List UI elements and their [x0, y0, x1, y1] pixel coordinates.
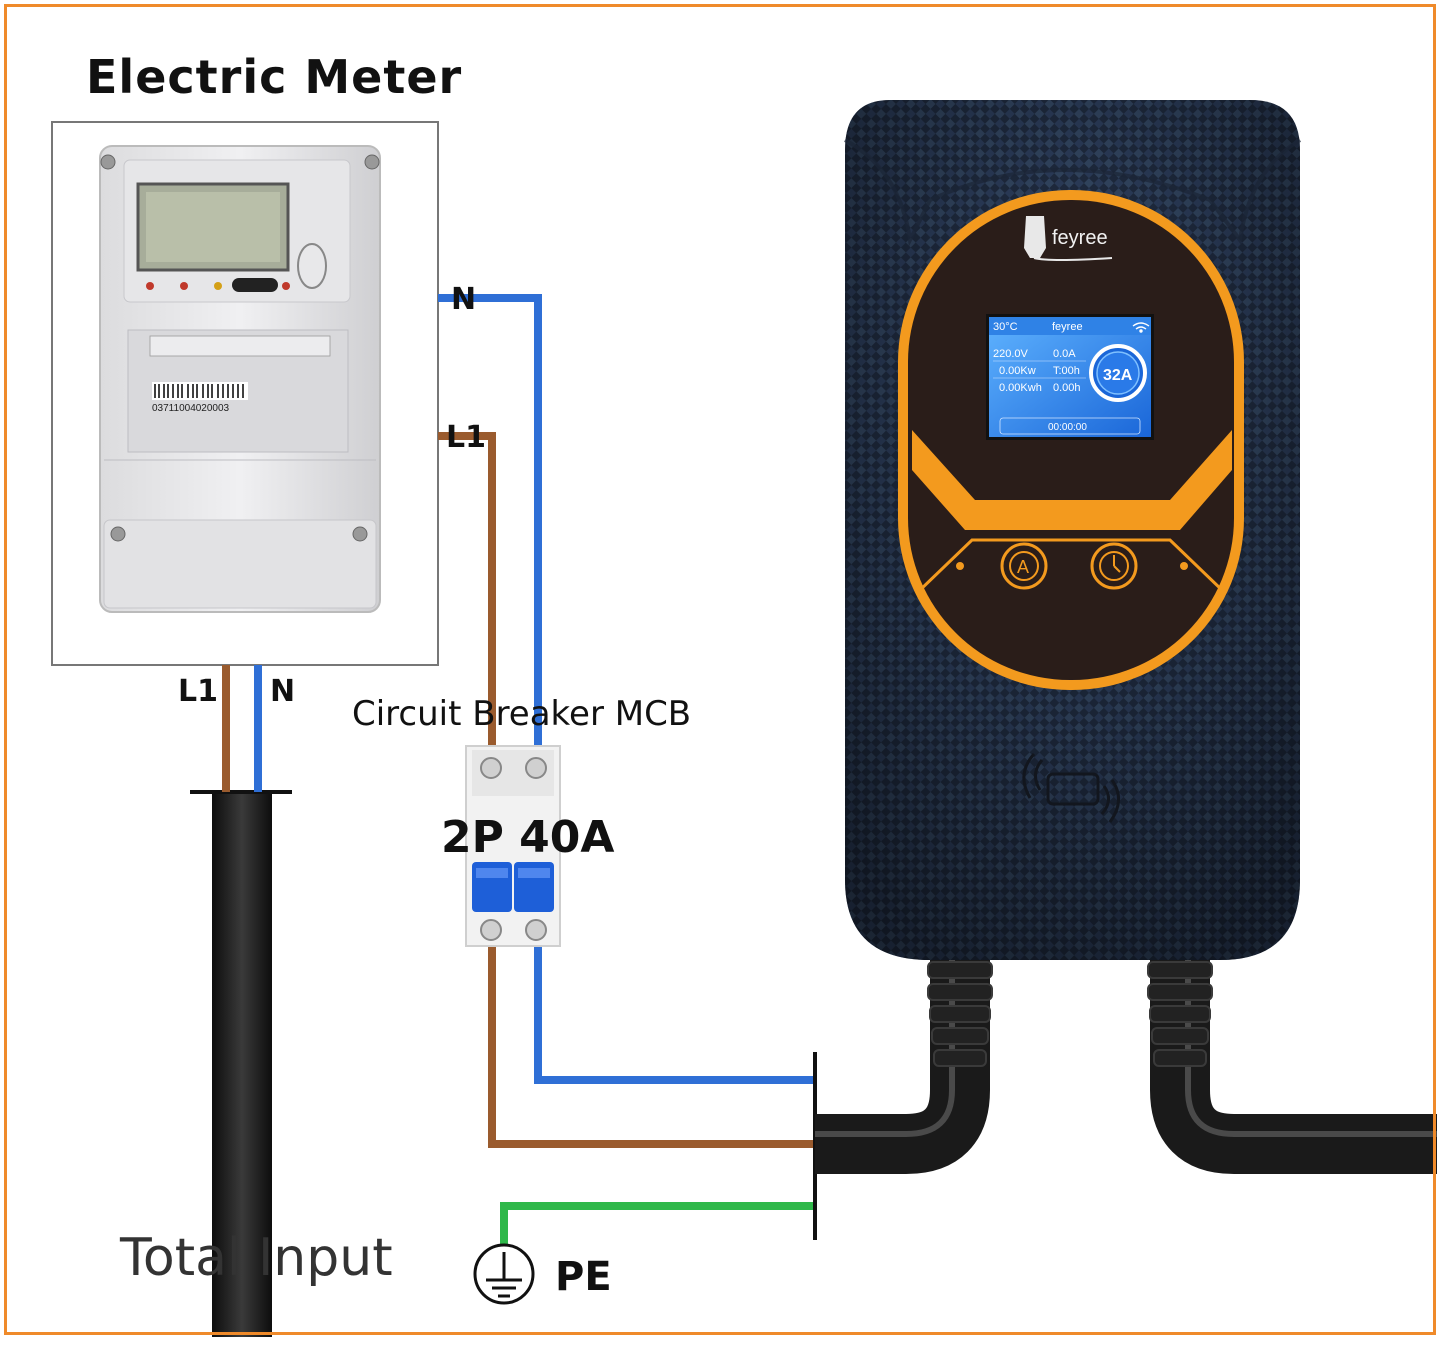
meter-terminal-cover	[103, 519, 377, 609]
screen-time-t: T:00h	[1053, 365, 1080, 377]
meter-indicator-led	[180, 282, 188, 290]
mcb-toggle-highlight	[476, 868, 508, 878]
mcb-screw-icon	[525, 919, 547, 941]
screen-current: 0.0A	[1053, 348, 1076, 360]
electric-meter: 03711004020003	[51, 121, 439, 666]
total-input-cable	[190, 665, 292, 1337]
logo-swoosh	[1033, 257, 1113, 261]
meter-indicator-led	[282, 282, 290, 290]
wifi-icon	[1132, 322, 1150, 333]
wire-neutral-out	[438, 294, 542, 760]
screen-duration: 0.00h	[1053, 382, 1081, 394]
output-cable-bend	[1150, 960, 1437, 1174]
screen-clock-bar	[999, 417, 1141, 435]
meter-ir-port	[232, 278, 278, 292]
input-cable-shine	[815, 960, 955, 1137]
screen-header-bar	[989, 317, 1151, 335]
label-neutral-out: N	[451, 282, 477, 317]
meter-indicator-led	[214, 282, 222, 290]
charger-screen: 30°C feyree 220.0V 0.0A 0.00Kw T:00h 0.0…	[986, 314, 1154, 440]
ev-charger: feyree 30°C feyree 220.0V 0.0A 0.00Kw T:…	[844, 100, 1302, 960]
mcb-screw-icon	[480, 757, 502, 779]
screen-energy: 0.00Kwh	[999, 382, 1042, 394]
meter-indicator-led	[146, 282, 154, 290]
accent-line	[916, 538, 1226, 594]
screen-temperature: 30°C	[993, 321, 1018, 333]
wire-live-out	[438, 432, 496, 760]
ground-symbol-icon	[473, 1243, 535, 1305]
output-cable-shine	[1185, 960, 1437, 1137]
meter-spec-table	[149, 335, 331, 357]
mcb-toggle-highlight	[518, 868, 550, 878]
charger-button-amps[interactable]: A	[1000, 542, 1048, 590]
accent-dot	[1180, 562, 1188, 570]
wiring	[438, 294, 817, 1255]
label-neutral-in: N	[270, 674, 296, 709]
feyree-logo: feyree	[1024, 216, 1113, 261]
label-total-input: Total Input	[120, 1228, 393, 1288]
label-mcb-rating: 2P 40A	[441, 812, 615, 863]
meter-lcd-inner	[146, 192, 280, 262]
label-circuit-breaker: Circuit Breaker MCB	[352, 694, 692, 734]
meter-button-icon[interactable]	[297, 243, 327, 289]
label-live-out: L1	[446, 420, 486, 455]
meter-screw-icon	[364, 154, 380, 170]
wire-neutral-charger	[534, 945, 815, 1084]
circuit-breaker	[465, 745, 561, 947]
meter-title: Electric Meter	[86, 50, 463, 104]
screen-voltage: 220.0V	[993, 348, 1029, 360]
cable-sheath	[212, 792, 272, 1337]
meter-barcode-number: 03711004020003	[152, 403, 230, 414]
screen-amp-ring-inner	[1096, 351, 1140, 395]
input-cable-bend	[815, 960, 990, 1174]
plug-logo-icon	[1024, 216, 1046, 258]
meter-screw-icon	[100, 154, 116, 170]
meter-barcode	[152, 382, 248, 400]
label-protective-earth: PE	[555, 1254, 612, 1300]
clock-icon[interactable]	[1090, 542, 1138, 590]
screen-clock: 00:00:00	[1048, 422, 1087, 433]
accent-chevron-left	[912, 430, 1232, 530]
rfid-card-icon[interactable]	[1022, 752, 1120, 823]
meter-screw-icon	[110, 526, 126, 542]
screen-amps: 32A	[1103, 367, 1133, 384]
wire-live-charger	[488, 945, 815, 1148]
meter-screw-icon	[352, 526, 368, 542]
charger-brand: feyree	[1052, 227, 1108, 249]
diagram-border	[4, 4, 1436, 1335]
label-live-in: L1	[178, 674, 218, 709]
button-a-label: A	[1017, 557, 1029, 577]
mcb-screw-icon	[525, 757, 547, 779]
screen-power: 0.00Kw	[999, 365, 1036, 377]
wire-earth	[500, 1202, 815, 1255]
accent-dot	[956, 562, 964, 570]
charger-shoulder	[844, 138, 1302, 247]
screen-header-brand: feyree	[1052, 321, 1083, 333]
meter-barcode-bars	[154, 384, 244, 398]
mcb-screw-icon	[480, 919, 502, 941]
